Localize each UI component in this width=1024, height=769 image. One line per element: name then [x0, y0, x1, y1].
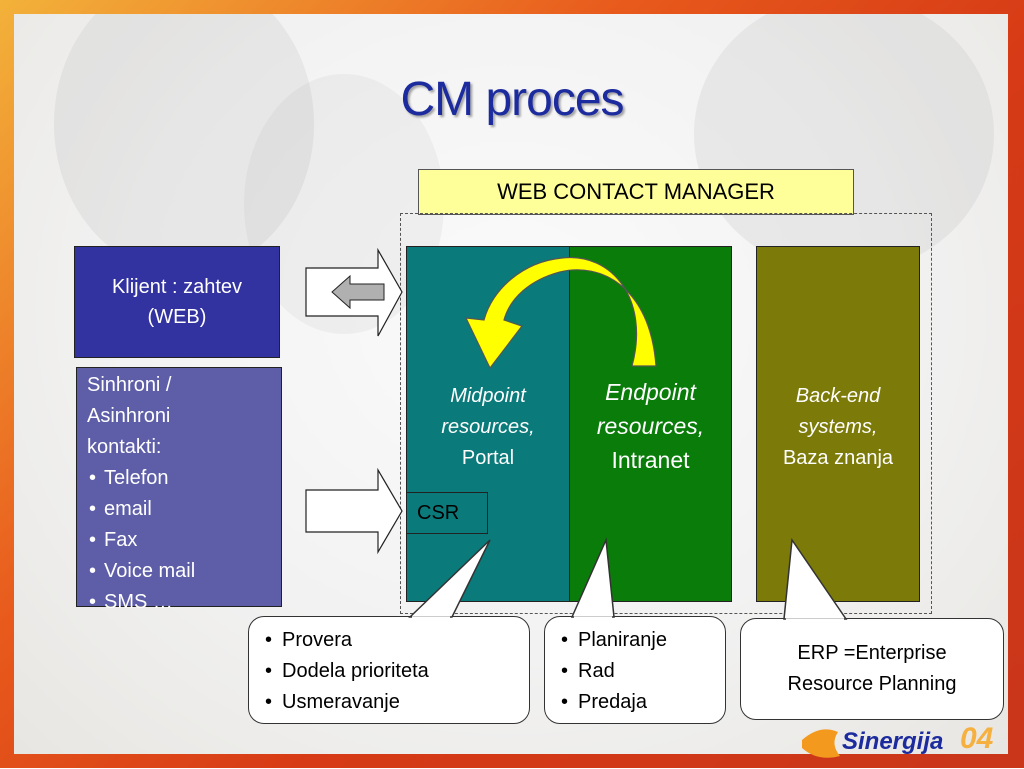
klijent-box: Klijent : zahtev (WEB) — [74, 246, 280, 358]
list-item: Telefon — [87, 463, 271, 494]
list-item: Planiranje — [561, 625, 709, 656]
logo-text: Sinergija — [842, 728, 944, 755]
list-item: Provera — [265, 625, 513, 656]
midpoint-line2: resources, — [441, 416, 535, 438]
list-item: email — [87, 494, 271, 525]
list-item: Predaja — [561, 687, 709, 718]
endpoint-line1: Endpoint — [605, 379, 696, 405]
klijent-line2: (WEB) — [147, 306, 207, 328]
backend-text: Back-end systems, Baza znanja — [757, 381, 919, 474]
callout-right-line1: ERP =Enterprise — [797, 642, 947, 664]
background-hands-shape — [54, 14, 314, 274]
backend-line1: Back-end — [795, 385, 881, 407]
sinhroni-list: Telefon email Fax Voice mail SMS … — [87, 463, 271, 618]
backend-line3: Baza znanja — [782, 447, 894, 469]
web-contact-manager-label: WEB CONTACT MANAGER — [418, 169, 854, 215]
logo-swoosh-icon — [802, 729, 840, 758]
slide-title: CM proces — [400, 73, 624, 126]
endpoint-line3: Intranet — [611, 447, 690, 473]
callout-right-line2: Resource Planning — [787, 673, 957, 695]
midpoint-line3: Portal — [461, 447, 515, 469]
background-hands-shape — [694, 14, 994, 274]
midpoint-line1: Midpoint — [450, 385, 526, 407]
callout-right: ERP =Enterprise Resource Planning — [740, 618, 1004, 720]
sinergija-logo: Sinergija 04 — [800, 722, 1010, 764]
midpoint-text: Midpoint resources, Portal — [407, 381, 569, 474]
callout-mid: Planiranje Rad Predaja — [544, 616, 726, 724]
backend-line2: systems, — [798, 416, 878, 438]
sinhroni-heading-2: Asinhroni — [87, 405, 171, 427]
right-arrow-icon — [305, 467, 403, 555]
list-item: Dodela prioriteta — [265, 656, 513, 687]
endpoint-column: Endpoint resources, Intranet — [569, 246, 732, 602]
callout-left: Provera Dodela prioriteta Usmeravanje — [248, 616, 530, 724]
left-arrow-icon — [331, 274, 385, 310]
sinhroni-box: Sinhroni / Asinhroni kontakti: Telefon e… — [76, 367, 282, 613]
klijent-line1: Klijent : zahtev — [111, 276, 243, 298]
callout-mid-list: Planiranje Rad Predaja — [561, 625, 709, 718]
endpoint-text: Endpoint resources, Intranet — [570, 375, 731, 477]
system-boundary-dashed-box — [400, 213, 932, 614]
list-item: Usmeravanje — [265, 687, 513, 718]
sinhroni-heading-1: Sinhroni / — [87, 374, 172, 396]
curved-arrow-icon — [464, 256, 657, 370]
csr-box: CSR — [406, 492, 488, 534]
list-item: Fax — [87, 525, 271, 556]
list-item: SMS … — [87, 587, 271, 618]
list-item: Voice mail — [87, 556, 271, 587]
sinhroni-heading-3: kontakti: — [87, 436, 162, 458]
logo-mark-icon — [802, 729, 840, 758]
endpoint-line2: resources, — [596, 413, 705, 439]
callout-left-list: Provera Dodela prioriteta Usmeravanje — [265, 625, 513, 718]
list-item: Rad — [561, 656, 709, 687]
logo-year: 04 — [960, 722, 994, 755]
